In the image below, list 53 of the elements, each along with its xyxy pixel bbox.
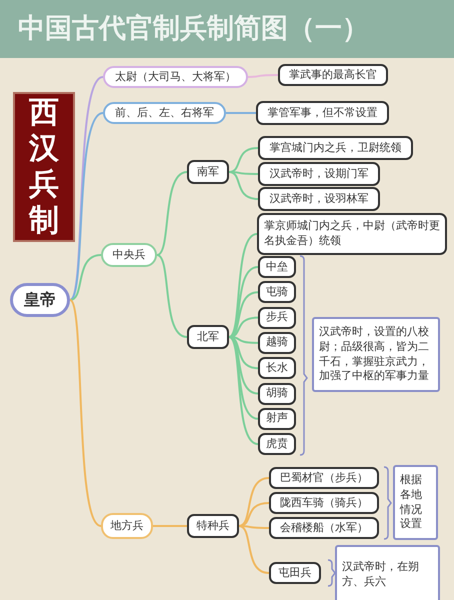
connector-line bbox=[69, 299, 102, 527]
category-box: 太尉（大司马、大将军） bbox=[103, 66, 248, 88]
item-box: 南军 bbox=[187, 160, 229, 184]
item-box: 汉武帝时，设期门军 bbox=[258, 162, 380, 186]
note-box: 汉武帝时，在朔方、兵六 bbox=[335, 545, 440, 600]
category-box: 地方兵 bbox=[101, 513, 153, 539]
connector-line bbox=[226, 112, 256, 114]
title-panel: 西汉兵制 bbox=[13, 92, 75, 242]
item-box: 陇西车骑（骑兵） bbox=[269, 492, 379, 514]
item-box: 射声 bbox=[258, 408, 296, 430]
note-box: 汉武帝时，设置的八校尉；品级很高，皆为二千石，掌握驻京武力，加强了中枢的军事力量 bbox=[312, 317, 440, 392]
connector-line bbox=[70, 254, 102, 301]
category-box: 前、后、左、右将军 bbox=[103, 102, 226, 124]
item-box: 屯骑 bbox=[258, 281, 296, 304]
connector-line bbox=[238, 502, 270, 527]
item-box: 虎贲 bbox=[258, 433, 296, 456]
connector-line bbox=[248, 74, 278, 78]
connector-line bbox=[153, 525, 187, 527]
connector-line bbox=[228, 171, 258, 200]
item-box: 北军 bbox=[187, 325, 229, 349]
item-box: 步兵 bbox=[258, 306, 296, 329]
connector-line bbox=[156, 254, 188, 338]
item-box: 长水 bbox=[258, 357, 296, 380]
connector-line bbox=[69, 76, 104, 301]
title: 中国古代官制兵制简图（一） bbox=[18, 12, 369, 46]
item-box: 中垒 bbox=[258, 256, 296, 278]
item-box: 屯田兵 bbox=[269, 562, 321, 584]
connector-line bbox=[69, 112, 104, 301]
connector-line bbox=[228, 233, 258, 338]
category-box: 中央兵 bbox=[101, 243, 157, 267]
item-box: 越骑 bbox=[258, 332, 296, 354]
connector-line bbox=[156, 171, 188, 256]
note-box: 根据各地情况设置 bbox=[393, 465, 438, 540]
connector-line bbox=[228, 336, 258, 446]
item-box: 掌宫城门内之兵，卫尉统领 bbox=[258, 136, 413, 160]
item-box: 胡骑 bbox=[258, 382, 296, 404]
item-box: 掌管军事，但不常设置 bbox=[256, 101, 389, 125]
connector-line bbox=[228, 147, 258, 173]
connector-line bbox=[238, 525, 270, 574]
item-box: 汉武帝时，设羽林军 bbox=[258, 187, 380, 211]
connector-line bbox=[228, 336, 258, 394]
item-box: 掌京师城门内之兵，中尉（武帝时更名执金吾）统领 bbox=[257, 213, 447, 255]
connector-line bbox=[238, 525, 269, 529]
root-box: 皇帝 bbox=[10, 283, 70, 317]
item-box: 特种兵 bbox=[187, 514, 239, 538]
connector-line bbox=[228, 266, 258, 338]
item-box: 掌武事的最高长官 bbox=[278, 64, 388, 86]
item-box: 巴蜀材官（步兵） bbox=[269, 467, 379, 489]
connector-line bbox=[238, 477, 270, 527]
connector-line bbox=[228, 171, 258, 175]
item-box: 会稽楼船（水军） bbox=[269, 517, 379, 539]
connector-line bbox=[228, 291, 258, 338]
connector-line bbox=[228, 336, 258, 420]
